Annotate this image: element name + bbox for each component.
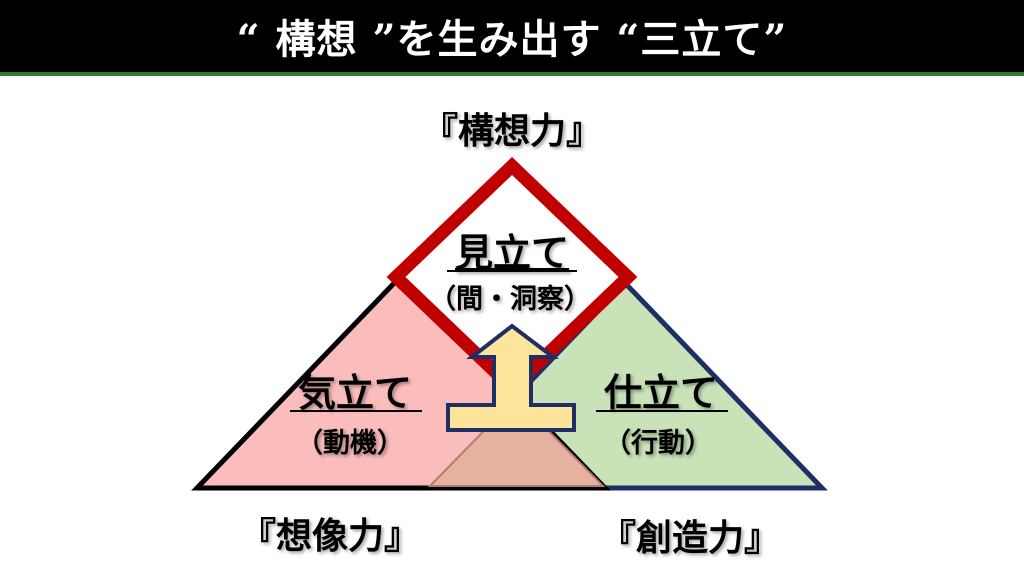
center-title: 見立て: [455, 230, 569, 275]
bottom-left-label: 『想像力』: [240, 515, 420, 557]
header-divider: [0, 72, 1024, 76]
bottom-right-label: 『創造力』: [600, 517, 780, 559]
center-subtitle: （間・洞察）: [429, 283, 591, 315]
up-arrow: [446, 323, 576, 432]
left-subtitle: （動機）: [296, 428, 404, 459]
left-title: 気立て: [298, 370, 412, 415]
top-label: 『構想力』: [422, 110, 602, 152]
right-title: 仕立て: [604, 370, 718, 415]
slide-title: “ 構想 ”を生み出す “三立て”: [0, 0, 1024, 72]
overlap-triangle: [427, 396, 606, 487]
right-subtitle: （行動）: [604, 427, 712, 459]
